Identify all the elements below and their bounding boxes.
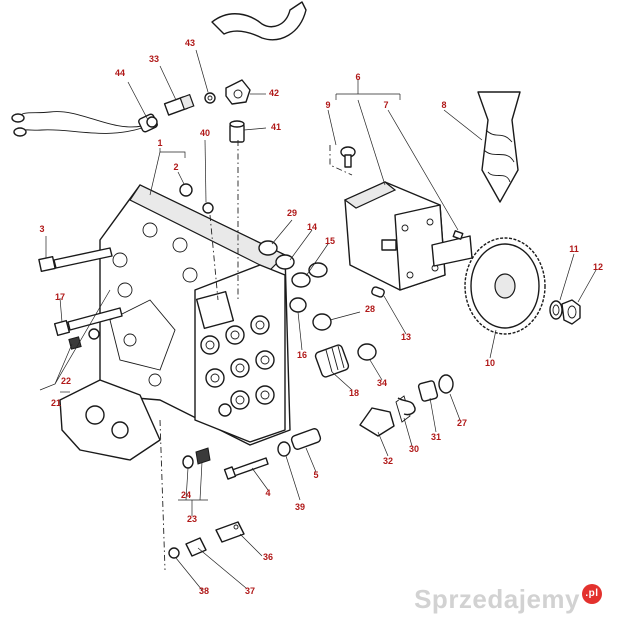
pin xyxy=(371,286,385,298)
callout-5: 5 xyxy=(313,470,318,480)
callout-30: 30 xyxy=(409,444,419,454)
sleeve xyxy=(277,428,322,457)
washer-nut xyxy=(549,299,581,325)
plunger-assembly xyxy=(359,374,454,437)
sensor xyxy=(163,92,216,116)
callout-40: 40 xyxy=(200,128,210,138)
port-plate xyxy=(194,264,286,443)
callout-32: 32 xyxy=(383,456,393,466)
callout-28: 28 xyxy=(365,304,375,314)
callout-37: 37 xyxy=(245,586,255,596)
callout-22: 22 xyxy=(61,376,71,386)
callout-34: 34 xyxy=(377,378,387,388)
callout-43: 43 xyxy=(185,38,195,48)
watermark-badge: .pl xyxy=(582,584,602,604)
rod xyxy=(202,202,214,214)
callout-44: 44 xyxy=(115,68,125,78)
callout-41: 41 xyxy=(271,122,281,132)
elbow-fitting xyxy=(225,79,251,143)
wire-harness xyxy=(11,111,158,137)
lower-fittings xyxy=(168,521,245,559)
callout-3: 3 xyxy=(39,224,44,234)
callout-27: 27 xyxy=(457,418,467,428)
filter-element xyxy=(477,91,521,203)
leader-lines xyxy=(39,49,597,591)
callout-15: 15 xyxy=(325,236,335,246)
fitting-pair xyxy=(182,447,211,469)
callout-21: 21 xyxy=(51,398,61,408)
callout-7: 7 xyxy=(383,100,388,110)
o-rings xyxy=(258,240,332,331)
callout-38: 38 xyxy=(199,586,209,596)
callout-labels: 1 2 3 4 5 6 7 8 9 10 11 12 13 14 15 16 1… xyxy=(39,38,603,596)
callout-10: 10 xyxy=(485,358,495,368)
bolts xyxy=(38,247,123,350)
callout-24: 24 xyxy=(181,490,191,500)
callout-13: 13 xyxy=(401,332,411,342)
callout-11: 11 xyxy=(569,244,579,254)
callout-23: 23 xyxy=(187,514,197,524)
key xyxy=(452,230,464,240)
callout-8: 8 xyxy=(441,100,446,110)
callout-29: 29 xyxy=(287,208,297,218)
callout-9: 9 xyxy=(325,100,330,110)
callout-1: 1 xyxy=(157,138,162,148)
spool xyxy=(314,343,377,378)
gear xyxy=(464,237,546,335)
callout-36: 36 xyxy=(263,552,273,562)
callout-31: 31 xyxy=(431,432,441,442)
watermark-text: Sprzedajemy xyxy=(414,584,580,614)
watermark: Sprzedajemy.pl xyxy=(414,584,602,615)
callout-6: 6 xyxy=(355,72,360,82)
callout-18: 18 xyxy=(349,388,359,398)
callout-12: 12 xyxy=(593,262,603,272)
callout-16: 16 xyxy=(297,350,307,360)
callout-39: 39 xyxy=(295,502,305,512)
callout-4: 4 xyxy=(265,488,270,498)
center-lines xyxy=(159,140,353,571)
callout-2: 2 xyxy=(173,162,178,172)
callout-17: 17 xyxy=(55,292,65,302)
callout-33: 33 xyxy=(149,54,159,64)
top-pipe xyxy=(211,1,307,41)
callout-42: 42 xyxy=(269,88,279,98)
screw xyxy=(340,146,356,168)
small-ring xyxy=(179,183,193,197)
long-bolt xyxy=(223,457,269,480)
callout-14: 14 xyxy=(307,222,317,232)
